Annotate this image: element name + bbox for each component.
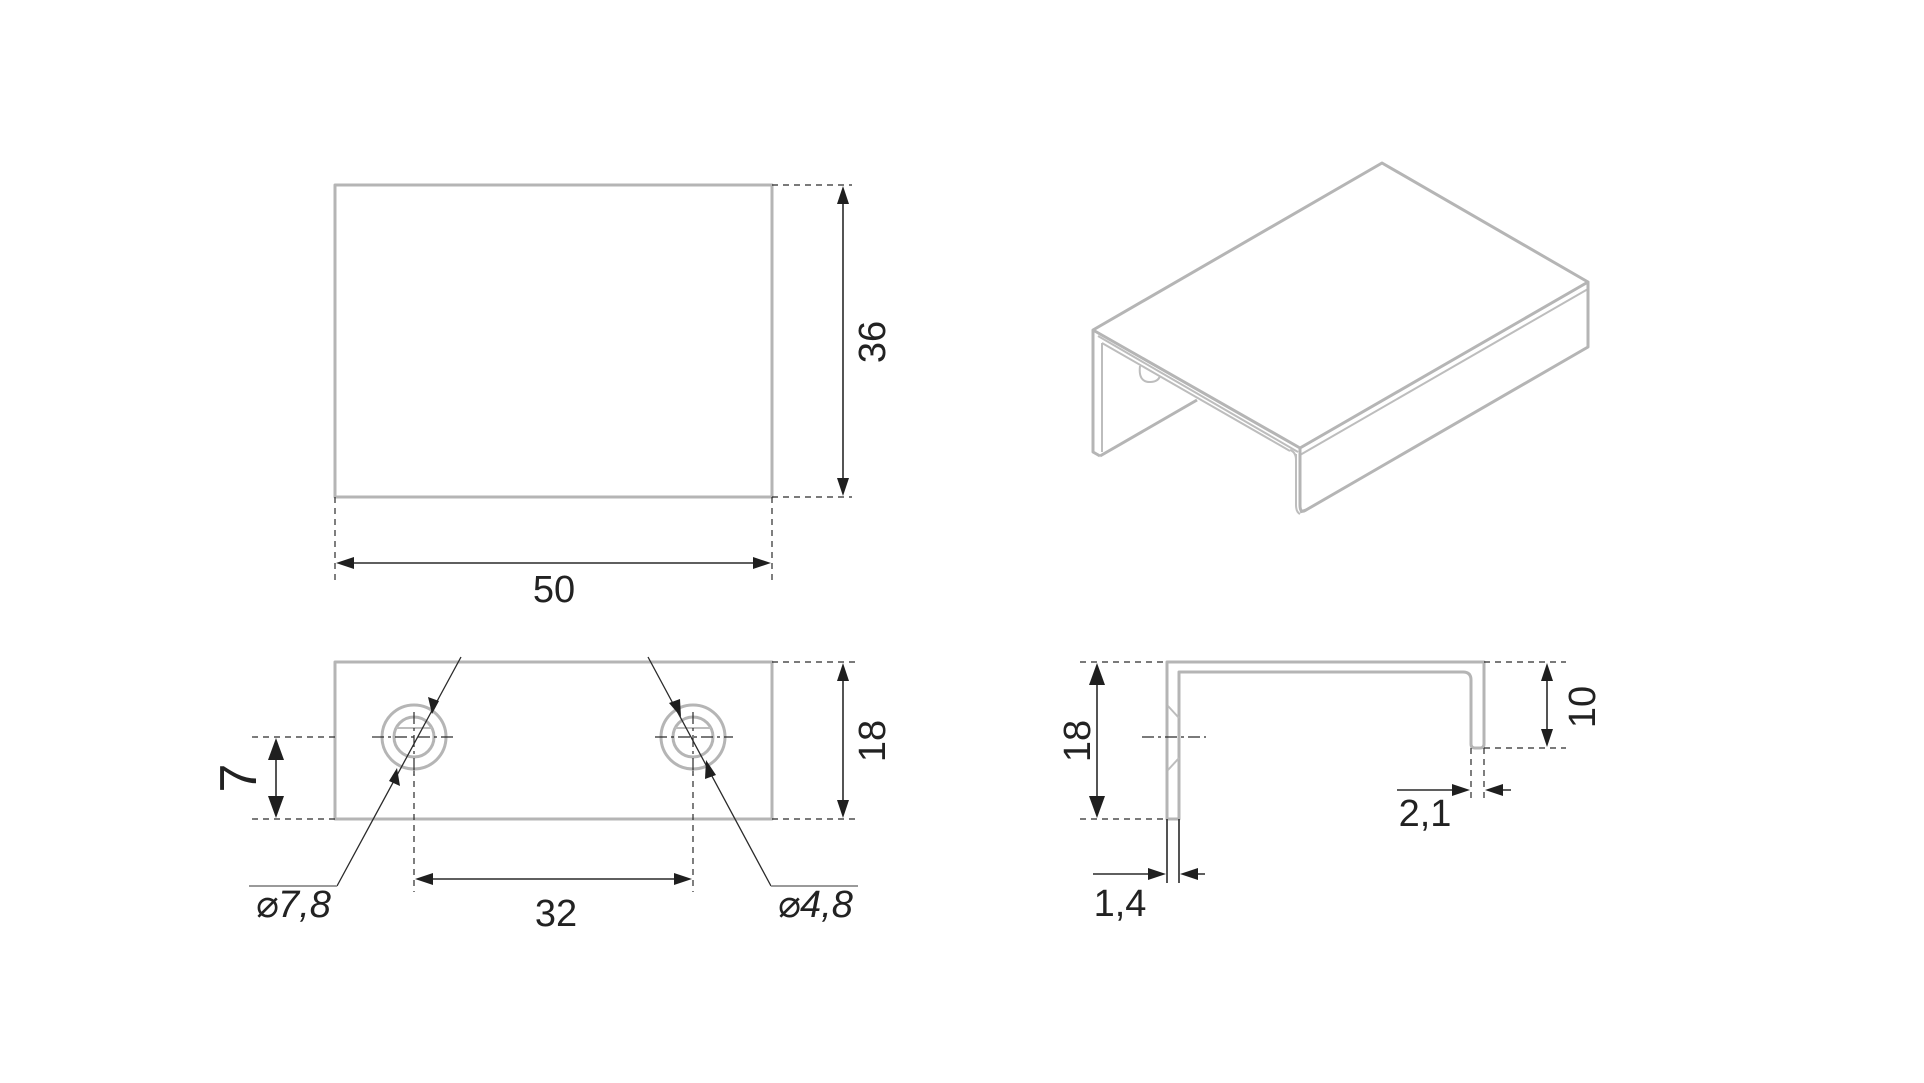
arrow-up-icon [837, 186, 849, 204]
arrow-up-icon [1089, 663, 1105, 685]
dimension-lip-thickness-2-1: 2,1 [1397, 784, 1511, 835]
arrow-icon [389, 768, 400, 786]
isometric-view [1091, 161, 1590, 515]
dimension-label: 2,1 [1399, 793, 1452, 835]
arrow-right-icon [674, 873, 692, 885]
arrow-down-icon [1541, 729, 1553, 747]
arrow-down-icon [837, 478, 849, 496]
arrow-down-icon [268, 796, 284, 818]
leader-hole-right-diameter: ⌀4,8 [647, 656, 858, 926]
diameter-label: ⌀7,8 [255, 884, 331, 926]
dimension-label: 18 [852, 720, 894, 762]
arrow-right-icon [1148, 868, 1166, 880]
arrow-down-icon [837, 800, 849, 818]
front-view: ⌀7,8 ⌀4,8 32 18 7 [210, 656, 894, 935]
top-view-outline [333, 183, 774, 499]
arrow-left-icon [1485, 784, 1503, 796]
top-view: 36 50 [333, 183, 894, 611]
front-view-outline [333, 660, 774, 821]
leader-hole-left-diameter: ⌀7,8 [249, 656, 462, 926]
dimension-label: 7 [210, 764, 268, 793]
profile-outline [1165, 660, 1486, 821]
dimension-wall-thickness-1-4: 1,4 [1093, 868, 1205, 925]
iso-hole-bump [1138, 365, 1161, 384]
arrow-up-icon [268, 738, 284, 760]
dimension-label: 36 [852, 321, 894, 363]
dimension-label: 10 [1562, 686, 1604, 728]
dimension-lip-height-10: 10 [1541, 663, 1604, 747]
arrow-icon [428, 697, 439, 714]
dimension-depth-36: 36 [837, 186, 894, 496]
arrow-icon [705, 760, 716, 779]
arrow-icon [669, 699, 681, 717]
arrow-right-icon [753, 557, 771, 569]
arrow-left-icon [415, 873, 433, 885]
side-profile: 18 10 2,1 1,4 [1057, 660, 1604, 925]
arrow-right-icon [1452, 784, 1470, 796]
diameter-label: ⌀4,8 [777, 884, 853, 926]
arrow-up-icon [1541, 663, 1553, 681]
arrow-left-icon [1180, 868, 1198, 880]
dimension-label: 32 [535, 893, 577, 935]
dimension-label: 1,4 [1094, 883, 1147, 925]
arrow-up-icon [837, 663, 849, 681]
dimension-hole-spacing-32: 32 [415, 873, 692, 935]
iso-front-face [1299, 282, 1590, 514]
arrow-left-icon [336, 557, 354, 569]
hole-right [655, 703, 733, 775]
hole-left [372, 703, 456, 775]
dimension-label: 50 [533, 569, 575, 611]
dimension-hole-offset-7: 7 [210, 738, 284, 818]
dimension-label: 18 [1057, 720, 1099, 762]
dimension-width-50: 50 [336, 557, 771, 611]
iso-top-face [1091, 161, 1590, 450]
dimension-profile-height-18: 18 [1057, 663, 1105, 818]
arrow-down-icon [1089, 796, 1105, 818]
dimension-height-18: 18 [837, 663, 894, 818]
